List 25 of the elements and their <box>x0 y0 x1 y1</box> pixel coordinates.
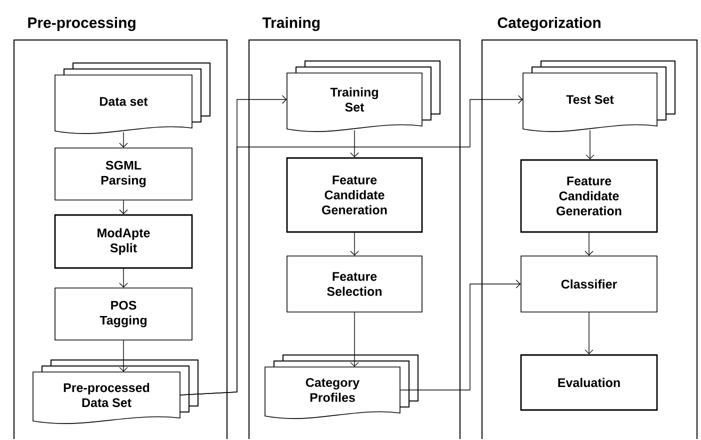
arrow <box>400 280 521 390</box>
arrow <box>119 340 128 372</box>
arrow <box>180 95 523 396</box>
process-box: Evaluation <box>520 354 658 411</box>
arrow <box>119 268 128 288</box>
process-box: POS Tagging <box>54 288 192 340</box>
process-box: Classifier <box>520 256 658 312</box>
arrow <box>586 130 594 160</box>
document-stack: Training Set <box>286 60 440 132</box>
document-stack: Category Profiles <box>264 354 418 419</box>
document-stack: Test Set <box>522 60 676 132</box>
arrow <box>350 312 359 367</box>
process-box: Feature Selection <box>286 256 422 312</box>
arrow <box>119 132 128 148</box>
document-stack: Pre-processed Data Set <box>32 360 198 424</box>
arrow <box>119 200 128 214</box>
process-box: ModApte Split <box>54 214 193 269</box>
arrow <box>584 232 594 256</box>
arrow <box>350 232 359 256</box>
arrow <box>350 130 359 158</box>
process-box: SGML Parsing <box>54 148 192 200</box>
arrow <box>584 312 594 354</box>
process-box: Feature Candidate Generation <box>286 157 423 233</box>
document-stack: Data set <box>54 62 210 134</box>
process-box: Feature Candidate Generation <box>520 159 658 233</box>
